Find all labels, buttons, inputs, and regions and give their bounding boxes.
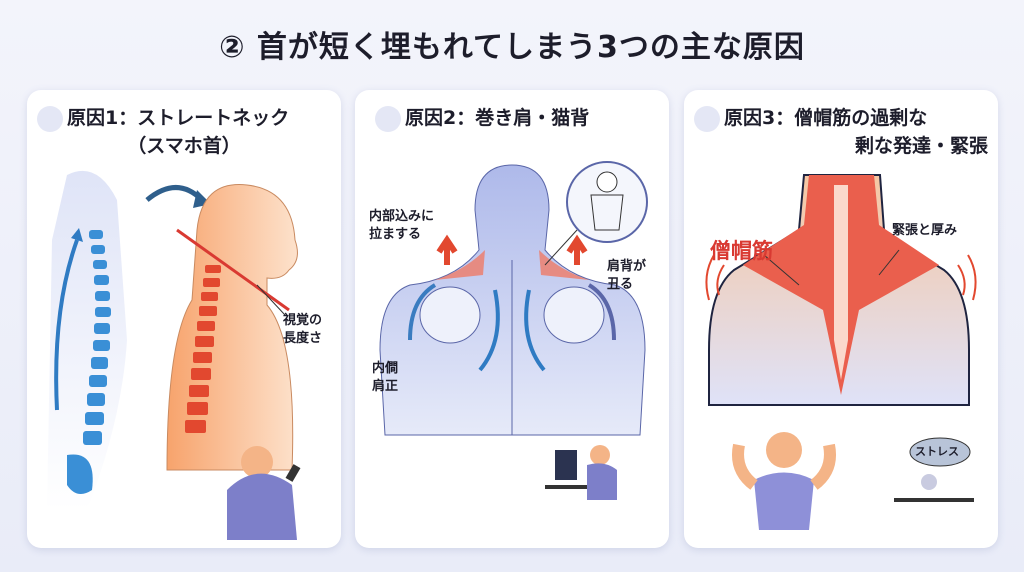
stress-cloud-label: ストレス: [915, 445, 959, 458]
label-shoulder-up: 肩背が 丑る: [607, 259, 647, 292]
card-title-line2: 剰な発達・緊張: [854, 135, 988, 157]
label-inner-shoulder: 内僴 肩正: [372, 361, 399, 394]
label-trapezius: 僧帽筋: [710, 239, 773, 263]
label-tension: 緊張と厚み: [892, 223, 958, 238]
page-title: ② 首が短く埋もれてしまう3つの主な原因: [219, 30, 805, 65]
cause-card-rounded-shoulders: 原因2：巻き肩・猫背 内部込みに 拉まする 肩背が 丑る 内僴 肩正: [355, 90, 669, 548]
card-title-line2: （スマホ首）: [127, 135, 241, 157]
card-title-line1: 原因3：僧帽筋の過剰な: [724, 107, 928, 129]
straight-neck-illustration: [47, 170, 301, 540]
rounded-shoulders-illustration: [379, 161, 648, 500]
card-title-line1: 原因1：ストレートネック: [67, 107, 290, 129]
card-heading: 原因3：僧帽筋の過剰な剰な発達・緊張: [694, 104, 988, 160]
label-visual-length: 視覚の 長度さ: [283, 313, 323, 346]
hunched-user-icon: [375, 105, 401, 132]
tense-user-icon: [694, 105, 720, 132]
cause-card-straight-neck: 原因1：ストレートネック （スマホ首） 視覚の 長度さ: [27, 90, 341, 548]
card-heading: 原因1：ストレートネック （スマホ首）: [37, 104, 331, 160]
card-heading: 原因2：巻き肩・猫背: [375, 104, 659, 132]
trapezius-illustration: [705, 174, 977, 530]
label-inner-pull: 内部込みに 拉まする: [369, 209, 435, 242]
card-title-line1: 原因2：巻き肩・猫背: [405, 107, 590, 129]
cause-card-trapezius: 原因3：僧帽筋の過剰な剰な発達・緊張 僧帽筋 緊張と厚み ストレス: [684, 90, 998, 548]
phone-user-icon: [37, 105, 63, 132]
spine-blue: [67, 230, 111, 494]
